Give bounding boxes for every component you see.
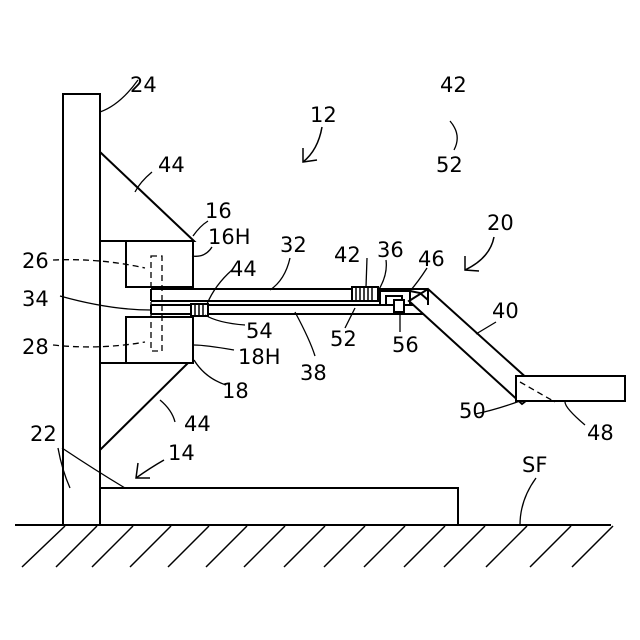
label-28: 28: [22, 335, 49, 359]
label-14: 14: [168, 441, 195, 465]
lower-gusset: [100, 363, 188, 450]
label-52-mid: 52: [330, 327, 357, 351]
joint-block: [380, 291, 410, 312]
label-48: 48: [587, 421, 614, 445]
label-56: 56: [392, 333, 419, 357]
label-38: 38: [300, 361, 327, 385]
label-16: 16: [205, 199, 232, 223]
base-plate: [63, 488, 458, 525]
arrow-20: [465, 237, 494, 271]
label-16H: 16H: [208, 225, 251, 249]
label-42-mid: 42: [334, 243, 361, 267]
label-52-top: 52: [436, 153, 463, 177]
label-32: 32: [280, 233, 307, 257]
label-46: 46: [418, 247, 445, 271]
ground-hatching: [22, 526, 613, 567]
label-20: 20: [487, 211, 514, 235]
label-34: 34: [22, 287, 49, 311]
arrow-12: [303, 127, 322, 162]
label-44-lower: 44: [184, 412, 211, 436]
label-24: 24: [130, 73, 157, 97]
label-40: 40: [492, 299, 519, 323]
label-12: 12: [310, 103, 337, 127]
fastener-42: [352, 287, 378, 301]
upper-hinge-block: [126, 241, 193, 287]
label-22: 22: [30, 422, 57, 446]
label-SF: SF: [522, 453, 547, 477]
label-26: 26: [22, 249, 49, 273]
label-44-upper: 44: [158, 153, 185, 177]
label-18: 18: [222, 379, 249, 403]
label-44-mid: 44: [230, 257, 257, 281]
fastener-54: [191, 304, 208, 316]
label-18H: 18H: [238, 345, 281, 369]
label-42-top: 42: [440, 73, 467, 97]
label-54: 54: [246, 319, 273, 343]
label-36: 36: [377, 238, 404, 262]
label-50: 50: [459, 399, 486, 423]
arrow-14: [136, 460, 164, 478]
lower-hinge-block: [126, 317, 193, 363]
